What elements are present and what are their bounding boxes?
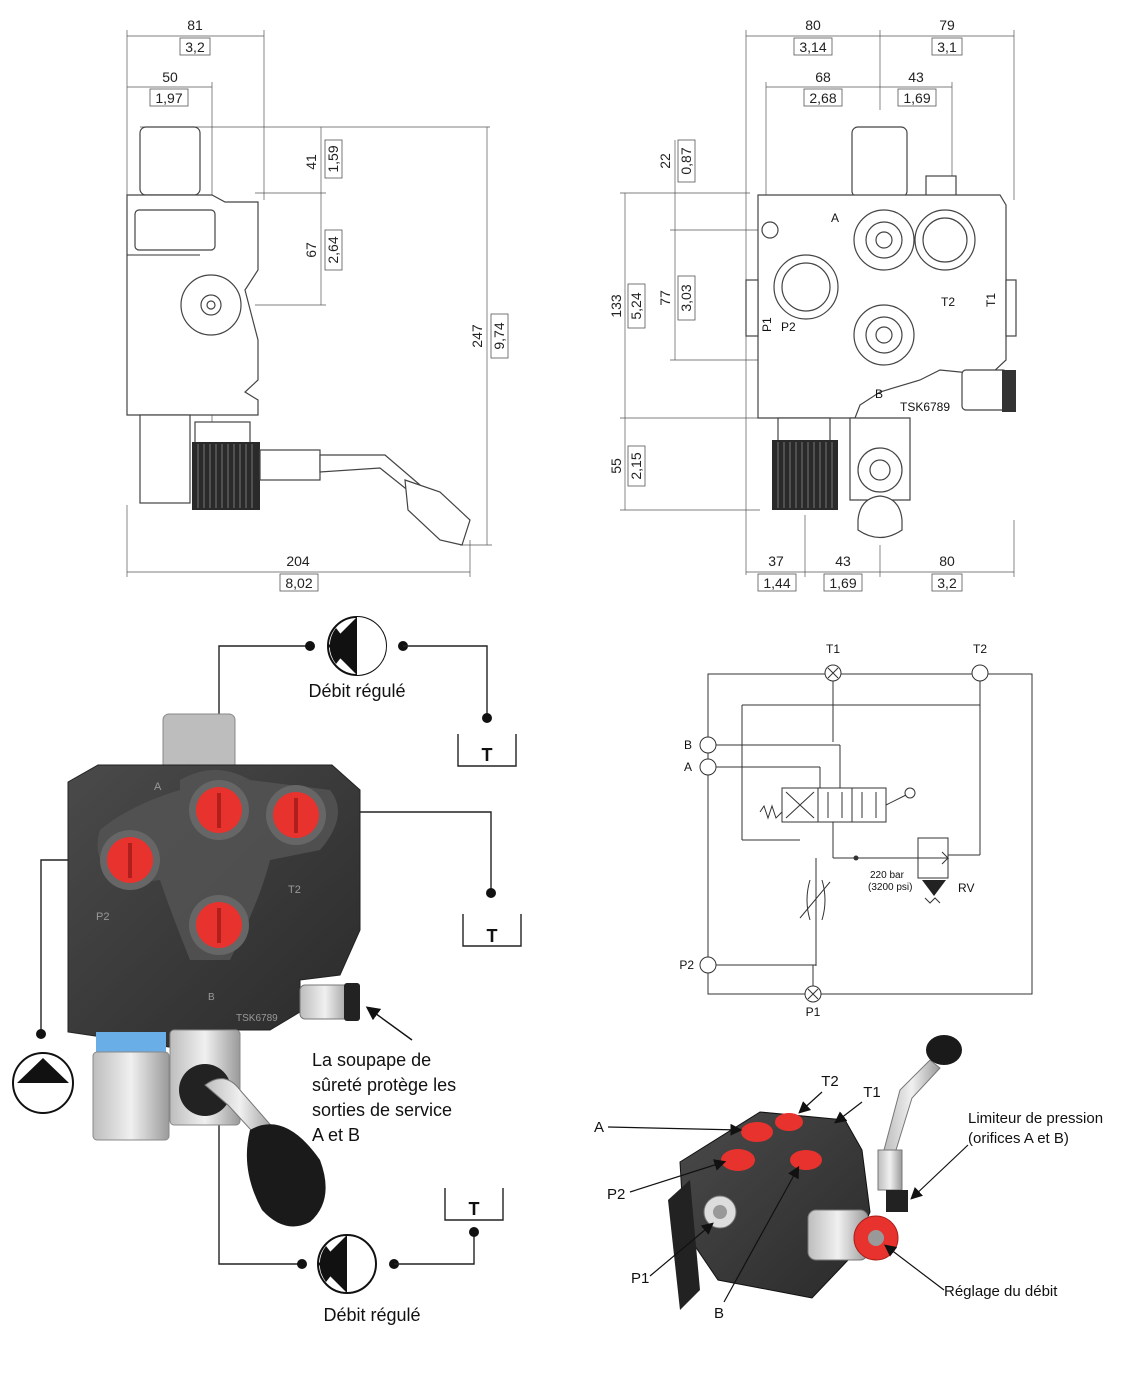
dim-55: 55 — [608, 458, 624, 474]
relief-note-line-2: sûreté protège les — [312, 1075, 456, 1095]
flow-diagram: Débit régulé T T T Débit régulé — [12, 616, 522, 1325]
dim-77-inch: 3,03 — [678, 284, 694, 311]
dim-80-bottom-inch: 3,2 — [937, 575, 957, 591]
schematic-b: B — [684, 738, 692, 752]
directional-spool — [781, 787, 887, 823]
dim-133-inch: 5,24 — [628, 292, 644, 319]
body-p2-mark: P2 — [96, 911, 109, 923]
left-lower-block — [139, 414, 191, 504]
relief-note-line-4: A et B — [312, 1125, 360, 1145]
photo-port-t2 — [775, 1113, 803, 1131]
dim-55-inch: 2,15 — [628, 452, 644, 479]
right-model-label: TSK6789 — [900, 400, 950, 414]
photo-label-limiter-2: (orifices A et B) — [968, 1130, 1069, 1147]
schematic-rv: RV — [958, 881, 974, 895]
dim-68-inch: 2,68 — [809, 90, 836, 106]
body-t2-mark: T2 — [288, 884, 301, 896]
dim-41: 41 — [303, 154, 319, 170]
relief-note-line-1: La soupape de — [312, 1050, 431, 1070]
dim-22-inch: 0,87 — [678, 147, 694, 174]
dim-133: 133 — [608, 294, 624, 318]
tank-top-label: T — [482, 745, 493, 765]
left-flow-knob — [192, 442, 260, 510]
right-top-boss — [851, 126, 908, 198]
photo-lever-knob — [926, 1035, 962, 1065]
dim-81: 81 — [187, 17, 203, 33]
tank-middle — [462, 914, 522, 947]
photo-port-b — [790, 1150, 822, 1170]
dim-22: 22 — [657, 153, 673, 169]
dim-43-bottom: 43 — [835, 553, 851, 569]
left-lever-handle — [404, 479, 471, 546]
regulated-flow-bottom-label: Débit régulé — [323, 1305, 420, 1325]
dim-67-inch: 2,64 — [325, 236, 341, 263]
product-photo: T2 T1 A P2 P1 B Limiteur de pression (or… — [594, 1035, 1103, 1322]
schematic-pressure-psi: (3200 psi) — [868, 882, 912, 893]
dim-79: 79 — [939, 17, 955, 33]
photo-port-a — [741, 1122, 773, 1142]
schematic-p1: P1 — [806, 1005, 821, 1019]
dim-43-bottom-inch: 1,69 — [829, 575, 856, 591]
right-flow-knob — [772, 440, 838, 510]
dim-50: 50 — [162, 69, 178, 85]
photo-label-p2: P2 — [607, 1186, 625, 1203]
flow-knob — [92, 1051, 170, 1141]
right-port-p1: P1 — [760, 317, 774, 332]
dim-80-top-inch: 3,14 — [799, 39, 826, 55]
schematic-pressure: 220 bar — [870, 870, 905, 881]
hydraulic-schematic: T1 T2 B A 220 — [679, 642, 1033, 1019]
body-b-mark: B — [208, 992, 215, 1003]
dim-204: 204 — [286, 553, 310, 569]
dim-67: 67 — [303, 242, 319, 258]
tank-top — [457, 734, 517, 767]
body-model-mark: TSK6789 — [236, 1013, 278, 1024]
dim-50-inch: 1,97 — [155, 90, 182, 106]
flow-lever-handle — [246, 1124, 326, 1227]
relief-note-line-3: sorties de service — [312, 1100, 452, 1120]
right-port-b: B — [875, 387, 883, 401]
dim-37-inch: 1,44 — [763, 575, 790, 591]
photo-label-t2: T2 — [821, 1073, 839, 1090]
right-port-a: A — [831, 211, 839, 225]
photo-label-flow-adjust: Réglage du débit — [944, 1283, 1058, 1300]
schematic-a: A — [684, 760, 692, 774]
tank-middle-label: T — [487, 926, 498, 946]
right-port-t1: T1 — [984, 293, 998, 307]
dim-247-inch: 9,74 — [491, 322, 507, 349]
body-a-mark: A — [154, 781, 162, 793]
tank-bottom — [444, 1188, 504, 1221]
regulated-flow-top-label: Débit régulé — [308, 681, 405, 701]
left-top-boss — [139, 126, 201, 196]
schematic-t2: T2 — [973, 642, 987, 656]
right-drawing: 80 3,14 79 3,1 68 2,68 43 1,69 22 0,87 1… — [608, 17, 1017, 592]
dim-37: 37 — [768, 553, 784, 569]
right-port-p2: P2 — [781, 320, 796, 334]
schematic-t1: T1 — [826, 642, 840, 656]
dim-81-inch: 3,2 — [185, 39, 205, 55]
dim-80-bottom: 80 — [939, 553, 955, 569]
schematic-p2: P2 — [679, 958, 694, 972]
dim-68: 68 — [815, 69, 831, 85]
photo-label-t1: T1 — [863, 1084, 881, 1101]
dim-79-inch: 3,1 — [937, 39, 957, 55]
photo-port-p2 — [721, 1149, 755, 1171]
dim-43-top-inch: 1,69 — [903, 90, 930, 106]
left-drawing: 81 3,2 50 1,97 41 1,59 67 2,64 247 9,74 … — [126, 17, 509, 592]
dim-41-inch: 1,59 — [325, 145, 341, 172]
dim-80-top: 80 — [805, 17, 821, 33]
dim-247: 247 — [469, 324, 485, 348]
tank-bottom-label: T — [469, 1199, 480, 1219]
photo-label-b: B — [714, 1305, 724, 1322]
right-lever-handle — [857, 495, 903, 539]
photo-label-limiter-1: Limiteur de pression — [968, 1110, 1103, 1127]
dim-77: 77 — [657, 290, 673, 306]
right-port-t2: T2 — [941, 295, 955, 309]
photo-label-a: A — [594, 1119, 604, 1136]
dim-204-inch: 8,02 — [285, 575, 312, 591]
dim-43-top: 43 — [908, 69, 924, 85]
photo-label-p1: P1 — [631, 1270, 649, 1287]
